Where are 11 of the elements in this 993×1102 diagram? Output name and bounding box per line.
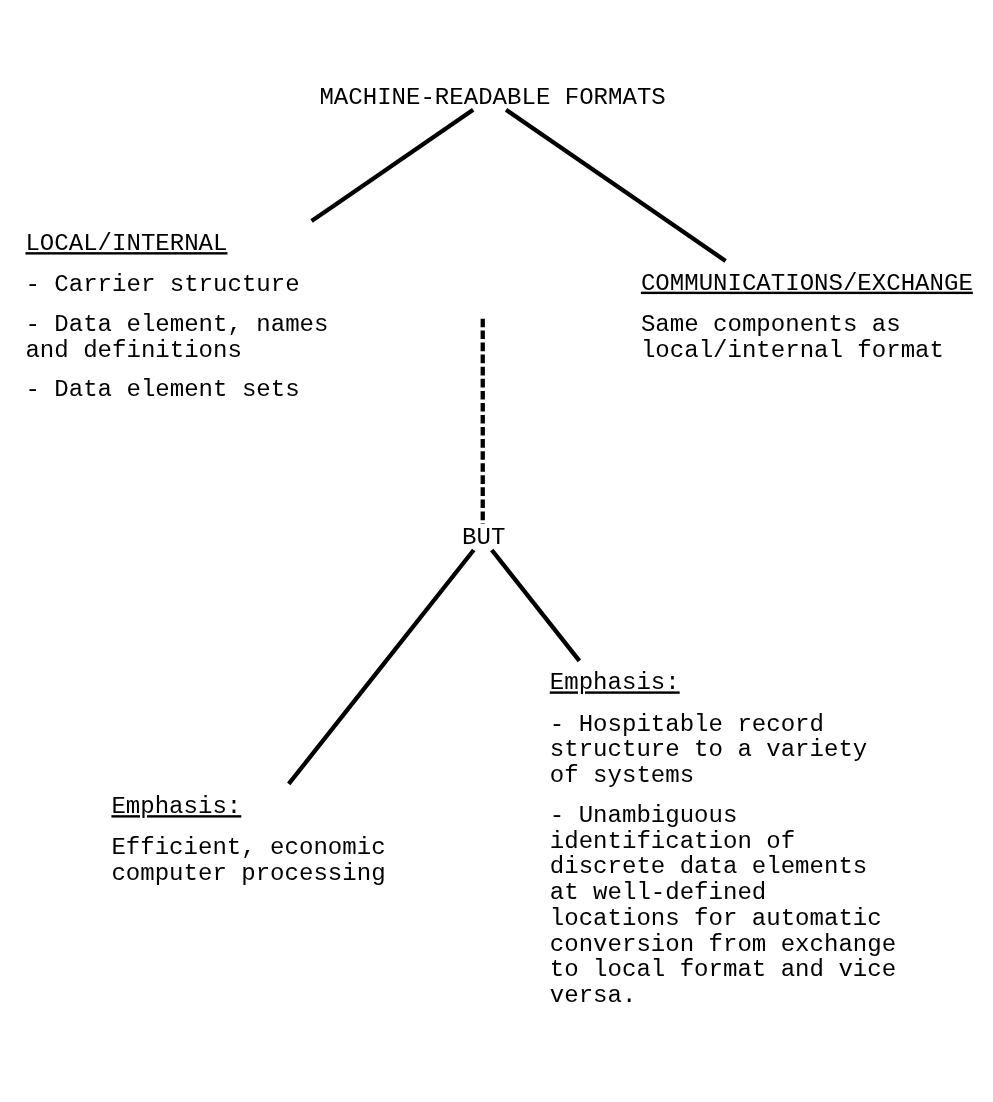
- node-text: Emphasis: - Hospitable record structure to a variety of systems - Unambiguous identification of discrete data elements at well-defined locations for automatic conversion from exchange to local format and vice versa.: [549, 668, 897, 1009]
- connector: [504, 107, 727, 263]
- node-text: BUT: [462, 523, 506, 551]
- connector: [480, 318, 485, 524]
- node-text: COMMUNICATIONS/EXCHANGE Same components as local/internal format: [640, 269, 973, 364]
- connector: [287, 548, 476, 785]
- node-text: Emphasis: Efficient, economic computer processing: [111, 792, 386, 887]
- node-text: MACHINE-READABLE FORMATS: [319, 83, 666, 111]
- connector: [490, 548, 582, 662]
- connector: [310, 107, 475, 223]
- node-text: LOCAL/INTERNAL - Carrier structure - Data element, names and definitions - Data element sets: [25, 229, 329, 403]
